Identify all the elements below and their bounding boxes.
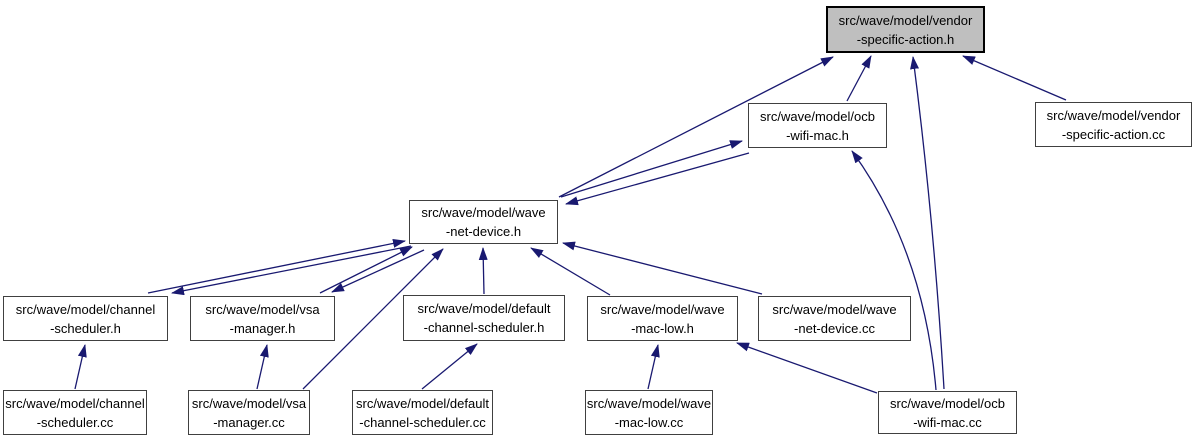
node-label-line: src/wave/model/vsa (205, 301, 320, 317)
node-vendor-specific-action-h[interactable]: src/wave/model/vendor -specific-action.h (826, 6, 985, 53)
node-channel-scheduler-cc[interactable]: src/wave/model/channel -scheduler.cc (3, 390, 147, 435)
node-label-line: src/wave/model/wave (586, 395, 712, 411)
node-wave-net-device-cc[interactable]: src/wave/model/wave -net-device.cc (758, 296, 911, 341)
node-label-line: src/wave/model/wave (600, 301, 725, 317)
node-label-line: -net-device.cc (794, 320, 875, 336)
node-label-line: -wifi-mac.cc (913, 414, 982, 430)
node-label-line: src/wave/model/default (356, 395, 489, 411)
edge-vsa-manager-cc-to-wave-net-device-h (302, 248, 444, 390)
edge-ocb-wifi-mac-h-to-vendor-specific-action-h (846, 55, 872, 102)
edge-channel-scheduler-h-to-wave-net-device-h (147, 238, 406, 294)
edge-vsa-manager-h-to-wave-net-device-h (319, 246, 413, 294)
edge-wave-mac-low-cc-to-wave-mac-low-h (647, 344, 660, 390)
node-label-line: src/wave/model/ocb (890, 395, 1005, 411)
edge-ocb-wifi-mac-cc-to-wave-mac-low-h (736, 342, 878, 394)
node-label-line: -mac-low.cc (614, 414, 684, 430)
edge-wave-net-device-h-to-vsa-manager-h (331, 249, 425, 293)
node-label-line: -manager.cc (213, 414, 285, 430)
node-wave-net-device-h[interactable]: src/wave/model/wave -net-device.h (409, 200, 558, 244)
node-label-line: -manager.h (229, 320, 296, 336)
node-vsa-manager-cc[interactable]: src/wave/model/vsa -manager.cc (188, 390, 310, 435)
node-label-line: src/wave/model/vendor (1046, 107, 1181, 123)
edge-wave-net-device-h-to-vendor-specific-action-h (558, 56, 834, 198)
node-wave-mac-low-cc[interactable]: src/wave/model/wave -mac-low.cc (585, 390, 713, 435)
node-label-line: src/wave/model/channel (5, 395, 145, 411)
node-wave-mac-low-h[interactable]: src/wave/model/wave -mac-low.h (587, 296, 738, 341)
edge-wave-net-device-cc-to-wave-net-device-h (562, 241, 763, 295)
node-vendor-specific-action-cc[interactable]: src/wave/model/vendor -specific-action.c… (1035, 102, 1192, 147)
node-channel-scheduler-h[interactable]: src/wave/model/channel -scheduler.h (3, 296, 168, 341)
edge-ocb-wifi-mac-cc-to-vendor-specific-action-h (910, 56, 945, 390)
node-default-channel-scheduler-cc[interactable]: src/wave/model/default -channel-schedule… (352, 390, 493, 435)
node-label-line: src/wave/model/channel (15, 301, 156, 317)
node-label-line: src/wave/model/vsa (191, 395, 307, 411)
node-label-line: -mac-low.h (631, 320, 694, 336)
node-label-line: -scheduler.cc (36, 414, 114, 430)
edge-default-channel-scheduler-cc-to-default-channel-scheduler-h (421, 343, 478, 390)
edge-channel-scheduler-cc-to-channel-scheduler-h (74, 344, 87, 390)
node-label-line: src/wave/model/default (417, 301, 551, 316)
node-label-line: -channel-scheduler.h (423, 320, 545, 335)
node-label-line: -specific-action.cc (1061, 126, 1166, 142)
node-default-channel-scheduler-h[interactable]: src/wave/model/default -channel-schedule… (403, 295, 565, 341)
node-label-line: src/wave/model/vendor (838, 12, 973, 28)
node-label-line: -scheduler.h (50, 320, 121, 336)
edge-ocb-wifi-mac-h-to-wave-net-device-h (565, 152, 750, 206)
edge-vsa-manager-cc-to-vsa-manager-h (256, 344, 269, 390)
edge-vendor-specific-action-cc-to-vendor-specific-action-h (962, 55, 1067, 101)
node-label-line: src/wave/model/ocb (760, 108, 875, 124)
node-ocb-wifi-mac-cc[interactable]: src/wave/model/ocb -wifi-mac.cc (878, 391, 1017, 434)
node-label-line: -specific-action.h (856, 31, 955, 47)
node-label-line: -net-device.h (445, 224, 522, 239)
edge-default-channel-scheduler-h-to-wave-net-device-h (478, 247, 488, 295)
edge-wave-net-device-h-to-ocb-wifi-mac-h (560, 140, 743, 198)
edge-wave-net-device-h-to-channel-scheduler-h (171, 245, 412, 296)
node-label-line: src/wave/model/wave (772, 301, 897, 317)
node-ocb-wifi-mac-h[interactable]: src/wave/model/ocb -wifi-mac.h (748, 103, 887, 148)
node-label-line: -wifi-mac.h (786, 127, 849, 143)
node-vsa-manager-h[interactable]: src/wave/model/vsa -manager.h (190, 296, 335, 341)
edge-wave-mac-low-h-to-wave-net-device-h (530, 247, 611, 296)
edge-ocb-wifi-mac-cc-to-ocb-wifi-mac-h (851, 150, 937, 391)
node-label-line: -channel-scheduler.cc (359, 414, 486, 430)
node-label-line: src/wave/model/wave (421, 205, 546, 220)
